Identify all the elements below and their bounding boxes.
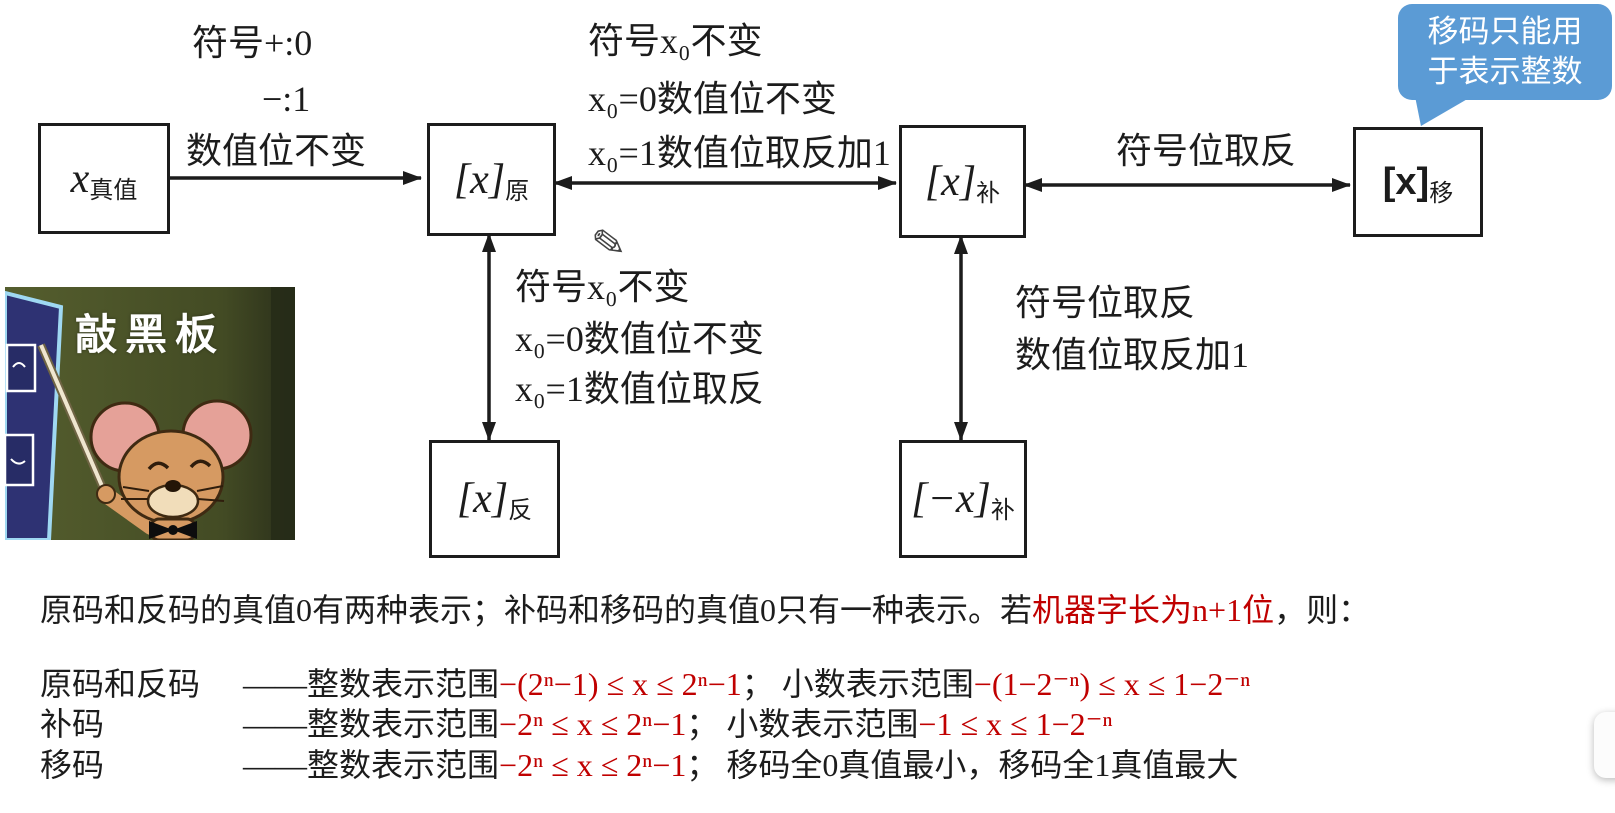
label-sign-minus-one: −:1 — [262, 79, 311, 119]
range-seg-red: −(1−2⁻ⁿ) ≤ x ≤ 1−2⁻ⁿ — [973, 666, 1251, 702]
box-excess-code: [x]移 — [1353, 127, 1483, 237]
box-inverse-code: [x]反 — [429, 440, 560, 558]
box-excess-main: [x] — [1382, 161, 1430, 203]
box-complement-code: [x]补 — [899, 125, 1026, 238]
jerry-meme-image: 敲黑板 — [5, 287, 295, 540]
label-value-bits-unchanged: 数值位不变 — [186, 131, 367, 171]
box-original-code: [x]原 — [427, 123, 556, 236]
poster-bottom — [5, 433, 35, 487]
box-inverse-main: [x] — [456, 476, 509, 522]
range-label-complement: 补码 — [40, 706, 105, 742]
bowtie-knot — [168, 525, 178, 535]
pencil-cursor-icon: ✎ — [589, 218, 629, 269]
callout-bubble: 移码只能用 于表示整数 — [1398, 4, 1612, 100]
callout-line2: 于表示整数 — [1427, 54, 1583, 89]
label-orig-comp-line2: x₀=0数值位不变 — [588, 79, 837, 119]
jerry-whiskers — [121, 485, 225, 502]
box-original-main: [x] — [453, 156, 506, 203]
label-comp-neg-line1: 符号位取反 — [1015, 283, 1196, 323]
box-true-value-main: x — [70, 155, 90, 202]
range-seg: ——整数表示范围 — [243, 706, 500, 742]
label-sign-plus-zero: 符号+:0 — [192, 23, 313, 63]
meme-caption: 敲黑板 — [74, 311, 225, 358]
jerry-meme-art — [5, 287, 295, 540]
poster-marks — [10, 362, 26, 465]
label-orig-comp-line1: 符号x₀不变 — [588, 21, 763, 61]
label-orig-inv-line2: x₀=0数值位不变 — [515, 319, 764, 359]
pointer-stick — [39, 344, 107, 494]
box-complement-main: [x] — [924, 158, 977, 205]
dark-edge — [271, 287, 295, 540]
range-seg: ——整数表示范围 — [243, 666, 500, 702]
box-neg-complement-main: [−x] — [911, 476, 991, 522]
jerry-arm — [101, 489, 159, 535]
range-seg-red: −2ⁿ ≤ x ≤ 2ⁿ−1 — [499, 747, 687, 783]
range-seg: ——整数表示范围 — [243, 747, 500, 783]
range-seg-red: −(2ⁿ−1) ≤ x ≤ 2ⁿ−1 — [499, 666, 742, 702]
label-orig-comp-line3: x₀=1数值位取反加1 — [588, 133, 891, 173]
jerry-nose — [165, 480, 181, 492]
poster-top — [5, 343, 37, 393]
summary-seg2-red: 机器字长为n+1位 — [1032, 592, 1275, 628]
range-seg-red: −2ⁿ ≤ x ≤ 2ⁿ−1 — [499, 706, 687, 742]
range-content-excess: ——整数表示范围−2ⁿ ≤ x ≤ 2ⁿ−1； 移码全0真值最小，移码全1真值最… — [243, 740, 1238, 786]
callout-bubble-tail — [1414, 94, 1476, 126]
summary-seg3: ，则： — [1274, 592, 1371, 628]
jerry-eyes-closed — [147, 459, 212, 471]
box-neg-complement-sub: 补 — [990, 498, 1015, 524]
box-true-value-sub: 真值 — [89, 177, 138, 204]
side-handle-button[interactable] — [1594, 712, 1615, 778]
range-seg: ； 小数表示范围 — [741, 666, 974, 702]
label-comp-neg-line2: 数值位取反加1 — [1015, 335, 1250, 375]
box-neg-complement-code: [−x]补 — [899, 440, 1027, 558]
range-label-original-inverse: 原码和反码 — [40, 666, 201, 702]
label-sign-bit-invert: 符号位取反 — [1116, 131, 1297, 171]
range-seg-red: −1 ≤ x ≤ 1−2⁻ⁿ — [918, 706, 1113, 742]
label-orig-inv-line1: 符号x₀不变 — [515, 267, 690, 307]
bowtie-right — [173, 521, 197, 539]
range-seg: ； 小数表示范围 — [686, 706, 919, 742]
label-orig-inv-line3: x₀=1数值位取反 — [515, 369, 764, 409]
box-excess-sub: 移 — [1429, 181, 1454, 207]
box-complement-sub: 补 — [976, 180, 1001, 207]
range-seg: ； 移码全0真值最小，移码全1真值最大 — [686, 747, 1239, 783]
bowtie-left — [149, 521, 173, 539]
jerry-hand — [96, 484, 116, 504]
summary-line: 原码和反码的真值0有两种表示；补码和移码的真值0只有一种表示。若机器字长为n+1… — [40, 585, 1370, 631]
range-label-excess: 移码 — [40, 747, 105, 783]
box-inverse-sub: 反 — [508, 498, 533, 524]
range-content-original-inverse: ——整数表示范围−(2ⁿ−1) ≤ x ≤ 2ⁿ−1； 小数表示范围−(1−2⁻… — [243, 659, 1250, 705]
summary-seg1: 原码和反码的真值0有两种表示；补码和移码的真值0只有一种表示。若 — [40, 592, 1033, 628]
callout-line1: 移码只能用 — [1427, 14, 1583, 49]
box-original-sub: 原 — [505, 178, 530, 205]
range-content-complement: ——整数表示范围−2ⁿ ≤ x ≤ 2ⁿ−1； 小数表示范围−1 ≤ x ≤ 1… — [243, 699, 1113, 745]
